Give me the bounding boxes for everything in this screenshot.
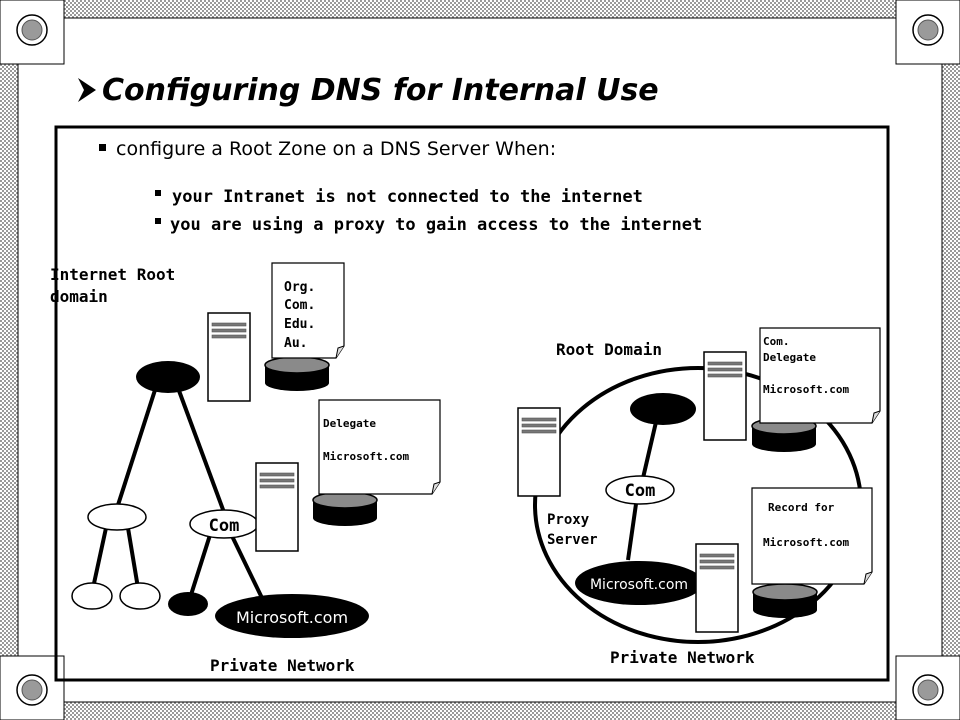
disk-icon	[312, 491, 378, 527]
zone-note: Org. Com. Edu. Au.	[271, 262, 345, 359]
root-domain-label: Root Domain	[556, 340, 662, 359]
server-icon	[207, 312, 251, 402]
microsoft-label: Microsoft.com	[236, 608, 348, 627]
corner-screw-icon	[912, 674, 944, 706]
tree-node	[71, 582, 113, 610]
corner-screw-icon	[912, 14, 944, 46]
com-node	[605, 475, 675, 505]
svg-text:Record for: Record for	[768, 501, 835, 514]
com-label: Com	[625, 481, 656, 501]
root-zone-note: Com. Delegate Microsoft.com	[759, 327, 881, 424]
root-node	[630, 393, 696, 425]
slide-title: Configuring DNS for Internal Use	[102, 73, 659, 108]
server-icon	[703, 351, 747, 441]
microsoft-node	[575, 561, 703, 605]
svg-text:Com.: Com.	[284, 298, 315, 313]
square-bullet-icon	[99, 144, 106, 151]
delegate-note: Delegate Microsoft.com	[318, 399, 441, 495]
tree-node	[168, 592, 208, 616]
internet-root-label: Internet Root	[50, 265, 175, 284]
com-label: Com	[209, 516, 240, 536]
svg-text:Com.: Com.	[763, 335, 790, 348]
corner-screw-icon	[16, 14, 48, 46]
proxy-label-line2: Server	[547, 532, 598, 548]
root-node	[136, 361, 200, 393]
corner-screw-icon	[16, 674, 48, 706]
disk-icon	[264, 356, 330, 392]
right-diagram: Root Domain Com Microsoft.com Proxy Serv…	[517, 327, 881, 667]
square-bullet-icon	[155, 218, 161, 224]
svg-text:Org.: Org.	[284, 280, 315, 295]
content-frame	[54, 125, 890, 682]
svg-text:Au.: Au.	[284, 336, 307, 351]
sub-bullet-1: your Intranet is not connected to the in…	[172, 187, 643, 207]
right-caption: Private Network	[610, 648, 755, 667]
tree-node	[87, 503, 147, 531]
proxy-server-icon	[517, 407, 561, 497]
disk-icon	[752, 583, 818, 619]
svg-text:Microsoft.com: Microsoft.com	[763, 536, 849, 549]
tree-node	[119, 582, 161, 610]
server-icon	[255, 462, 299, 552]
square-bullet-icon	[155, 190, 161, 196]
left-diagram: Internet Root domain Com Microsoft.com O…	[50, 262, 441, 675]
svg-text:Delegate: Delegate	[763, 351, 816, 364]
svg-text:Microsoft.com: Microsoft.com	[323, 450, 409, 463]
left-caption: Private Network	[210, 656, 355, 675]
sub-bullet-2: you are using a proxy to gain access to …	[170, 215, 702, 235]
svg-text:Edu.: Edu.	[284, 317, 315, 332]
svg-text:Microsoft.com: Microsoft.com	[763, 383, 849, 396]
microsoft-node	[215, 594, 369, 638]
server-icon	[695, 543, 739, 633]
bullet-main: configure a Root Zone on a DNS Server Wh…	[116, 138, 556, 160]
proxy-label: Proxy	[547, 512, 590, 528]
microsoft-label: Microsoft.com	[590, 577, 688, 593]
internet-root-label-line2: domain	[50, 287, 108, 306]
svg-text:Delegate: Delegate	[323, 417, 376, 430]
arrow-bullet-icon	[78, 78, 96, 102]
record-note: Record for Microsoft.com	[751, 487, 873, 585]
